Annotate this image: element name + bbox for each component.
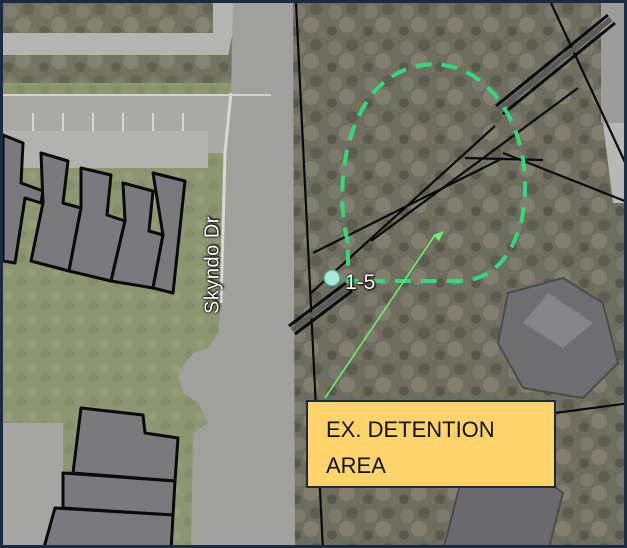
parking-stripes — [32, 113, 184, 131]
pipe-segment-bottom — [288, 281, 353, 336]
curb-line — [219, 92, 233, 304]
street-road — [178, 3, 295, 545]
house-right-top — [601, 3, 624, 123]
parking-lot — [3, 95, 271, 153]
building-group-lower — [43, 406, 180, 545]
callout-line-2: AREA — [326, 453, 386, 478]
building-group-upper — [3, 133, 187, 295]
pipe-fill-top — [497, 17, 613, 112]
structure-point-label: 1-5 — [345, 271, 376, 294]
structure-point-marker[interactable] — [323, 269, 341, 287]
detention-area-outline[interactable] — [340, 62, 528, 283]
street-label: Skyndo Dr — [201, 216, 224, 314]
detention-area-callout[interactable]: EX. DETENTION AREA — [306, 400, 556, 488]
pipe-fill-bottom — [290, 285, 351, 332]
callout-leader-line — [324, 234, 436, 399]
callout-leader-arrowhead — [433, 231, 444, 241]
drive-top-left — [3, 3, 235, 55]
callout-line-1: EX. DETENTION — [326, 417, 495, 442]
aerial-map[interactable] — [3, 3, 627, 548]
house-right-middle — [496, 276, 620, 400]
parking-row — [3, 131, 208, 168]
pipe-segment-top — [495, 13, 616, 116]
